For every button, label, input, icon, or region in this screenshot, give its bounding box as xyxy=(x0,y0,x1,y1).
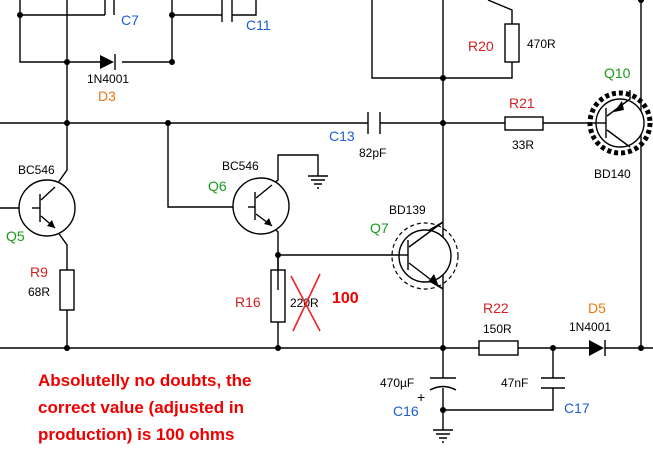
c13-ref: C13 xyxy=(329,128,355,144)
note-line-3: production) is 100 ohms xyxy=(38,425,234,444)
strikethrough-mark xyxy=(290,273,321,332)
r21-ref: R21 xyxy=(509,95,535,111)
r22-value: 150R xyxy=(483,322,512,336)
capacitor-c16: 470µF + C16 xyxy=(380,376,457,419)
d5-ref: D5 xyxy=(588,300,606,316)
r9-value: 68R xyxy=(28,285,50,299)
ground-symbol-bottom xyxy=(433,429,453,443)
note-line-2: correct value (adjusted in xyxy=(38,398,244,417)
q6-ref: Q6 xyxy=(208,178,227,194)
r20-ref: R20 xyxy=(468,38,494,54)
wires xyxy=(0,0,653,430)
q5-value: BC546 xyxy=(18,163,55,177)
capacitor-c7: C7 xyxy=(104,0,139,28)
ground-symbol xyxy=(308,175,328,189)
q10-value: BD140 xyxy=(594,167,631,181)
capacitor-c11: C11 xyxy=(221,0,271,33)
c13-value: 82pF xyxy=(359,146,386,160)
r9-ref: R9 xyxy=(30,264,48,280)
capacitor-c17: 47nF C17 xyxy=(501,376,590,416)
resistor-r22: R22 150R xyxy=(478,300,519,356)
transistor-q5: BC546 Q5 xyxy=(6,163,76,244)
resistor-r21: R21 33R xyxy=(504,95,544,152)
q7-ref: Q7 xyxy=(370,220,389,236)
resistor-r9: R9 68R xyxy=(28,264,75,311)
r16-correction: 100 xyxy=(332,290,359,307)
transistor-q10: Q10 BD140 xyxy=(587,65,653,181)
transistor-q6: BC546 Q6 xyxy=(208,159,290,235)
resistor-r20: R20 470R xyxy=(468,23,556,63)
q7-value: BD139 xyxy=(389,203,426,217)
diode-d5: D5 1N4001 xyxy=(569,300,611,356)
q5-ref: Q5 xyxy=(6,228,25,244)
c7-ref: C7 xyxy=(121,12,139,28)
r20-value: 470R xyxy=(527,37,556,51)
c16-value: 470µF xyxy=(380,376,414,390)
c17-value: 47nF xyxy=(501,376,528,390)
q6-value: BC546 xyxy=(222,159,259,173)
note-line-1: Absolutelly no doubts, the xyxy=(38,371,251,390)
c11-ref: C11 xyxy=(246,17,271,33)
r22-ref: R22 xyxy=(483,300,509,316)
q10-ref: Q10 xyxy=(604,65,631,81)
r21-value: 33R xyxy=(512,138,534,152)
c16-polarity: + xyxy=(417,389,425,405)
diode-d3: 1N4001 D3 xyxy=(87,54,129,104)
d3-value: 1N4001 xyxy=(87,72,129,86)
r16-ref: R16 xyxy=(235,294,261,310)
resistor-r16: R16 220R 100 xyxy=(235,269,359,332)
transistor-q7: BD139 Q7 xyxy=(370,203,459,290)
c16-ref: C16 xyxy=(393,403,419,419)
c17-ref: C17 xyxy=(564,400,590,416)
capacitor-c13: C13 82pF xyxy=(329,112,386,160)
junctions xyxy=(17,0,644,413)
d5-value: 1N4001 xyxy=(569,320,611,334)
d3-ref: D3 xyxy=(98,88,116,104)
correction-note: Absolutelly no doubts, the correct value… xyxy=(38,371,251,444)
